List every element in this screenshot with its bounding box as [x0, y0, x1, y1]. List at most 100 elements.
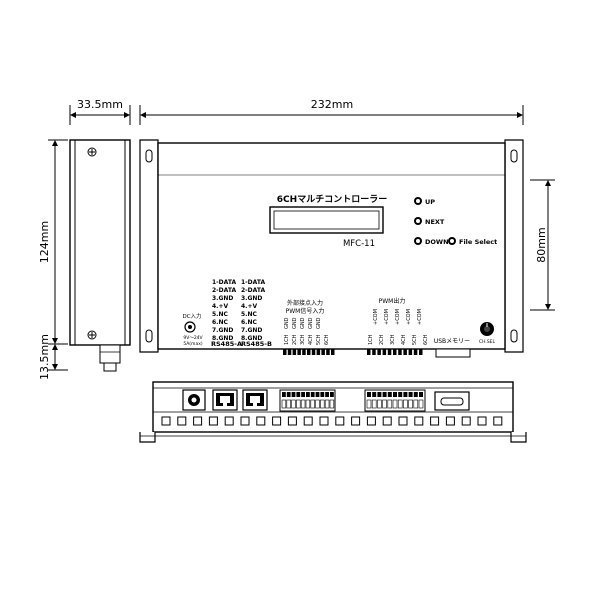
front-body [157, 142, 506, 350]
svg-text:+COM: +COM [406, 309, 412, 325]
svg-text:7.GND: 7.GND [212, 327, 233, 334]
terminal-screw [296, 392, 301, 397]
terminal-pin [377, 349, 381, 355]
svg-text:5CH: 5CH [316, 334, 322, 345]
vent-slot [335, 416, 345, 426]
terminal-slot [329, 399, 335, 409]
terminal-slot [310, 399, 315, 409]
svg-text:GND: GND [284, 317, 290, 329]
svg-text:8.GND: 8.GND [241, 335, 262, 342]
terminal-pin [403, 349, 407, 355]
dim-label-front-height: 80mm [535, 227, 548, 262]
vent-slot [398, 416, 408, 426]
svg-text:4CH: 4CH [308, 334, 314, 345]
terminal-slot [291, 399, 296, 409]
flange-slot [145, 149, 153, 163]
down-button[interactable]: DOWN [414, 237, 449, 246]
svg-text:+COM: +COM [373, 309, 379, 325]
file-select-button-label: File Select [459, 238, 497, 246]
terminal-pin [413, 349, 418, 355]
vent-slot [382, 416, 392, 426]
side-view [69, 139, 131, 372]
svg-text:4.+V: 4.+V [241, 303, 257, 310]
vent-slot [287, 416, 297, 426]
svg-text:6CH: 6CH [423, 334, 429, 345]
next-button-label: NEXT [425, 218, 445, 226]
dim-label-side-width: 33.5mm [77, 98, 123, 111]
pwm-output-title: PWM出力 [379, 297, 406, 305]
vent-slot [414, 416, 424, 426]
ch-sel-knob[interactable]: CH.SEL [479, 322, 496, 345]
terminal-slot [371, 399, 377, 409]
input-terminal-labels: 1CH GND 2CH GND 3CH GND 4CH GND 5CH GND … [284, 317, 330, 345]
dim-label-bottom-offset: 13.5mm [38, 334, 51, 380]
svg-text:2CH: 2CH [292, 334, 298, 345]
rs485-b-pinout: 1-DATA 2-DATA 3.GND 4.+V 5.NC 6.NC 7.GND… [241, 279, 265, 342]
terminal-slot [366, 399, 372, 409]
pwm-terminal-labels: 1CH +COM 2CH +COM 3CH +COM 4CH +COM 5CH … [368, 309, 429, 345]
dim-front-width: 232mm [139, 98, 524, 125]
knob-label: CH.SEL [479, 339, 496, 345]
terminal-screw [310, 392, 315, 397]
vent-slot [430, 416, 440, 426]
svg-text:GND: GND [308, 317, 314, 329]
terminal-slot [286, 399, 291, 409]
terminal-pin [321, 349, 325, 355]
next-button[interactable]: NEXT [414, 217, 445, 226]
terminal-slot [392, 399, 398, 409]
vent-slot [366, 416, 376, 426]
svg-text:1-DATA: 1-DATA [212, 279, 236, 286]
svg-text:3.GND: 3.GND [212, 295, 233, 302]
vent-slot [256, 416, 266, 426]
terminal-screw [419, 392, 423, 397]
terminal-screw [413, 392, 418, 397]
terminal-slot [387, 399, 393, 409]
up-button[interactable]: UP [414, 197, 435, 206]
flange-slot [145, 329, 153, 343]
dim-front-height: 80mm [530, 179, 555, 311]
terminal-pin [326, 349, 330, 355]
dim-bottom-offset: 13.5mm [38, 334, 68, 380]
svg-text:6.NC: 6.NC [212, 319, 228, 326]
usb-label: USBメモリー [434, 338, 470, 345]
terminal-slot [382, 399, 387, 409]
side-connector [99, 344, 121, 372]
file-select-button[interactable]: File Select [448, 237, 497, 246]
svg-text:2-DATA: 2-DATA [241, 287, 265, 294]
svg-text:3CH: 3CH [390, 334, 396, 345]
dim-side-height: 124mm [38, 139, 68, 345]
rs485-a-label: RS485-A [211, 340, 242, 348]
up-button-label: UP [425, 198, 435, 206]
terminal-pin [316, 349, 321, 355]
terminal-pin [331, 349, 335, 355]
terminal-screw [315, 392, 320, 397]
svg-text:7.GND: 7.GND [241, 327, 262, 334]
terminal-slot [408, 399, 413, 409]
terminal-pin [307, 349, 311, 355]
terminal-screw [393, 392, 397, 397]
terminal-pin [292, 349, 297, 355]
terminal-screw [382, 392, 387, 397]
svg-text:+COM: +COM [417, 309, 423, 325]
terminal-slot [315, 399, 320, 409]
front-view: 6CHマルチコントローラー MFC-11 UP NEXT DOWN File S… [139, 139, 524, 358]
terminal-screw [408, 392, 413, 397]
terminal-slot [305, 399, 311, 409]
dc-input-title: DC入力 [182, 312, 201, 320]
terminal-slot [320, 399, 325, 409]
terminal-screw [403, 392, 408, 397]
terminal-pin [393, 349, 397, 355]
vent-slot [224, 416, 234, 426]
rs485-b-label: RS485-B [241, 340, 272, 348]
svg-text:3CH: 3CH [300, 334, 306, 345]
terminal-screw [320, 392, 325, 397]
display-title: 6CHマルチコントローラー [277, 194, 387, 205]
terminal-pin [367, 349, 371, 355]
svg-text:4CH: 4CH [401, 334, 407, 345]
vent-slot [493, 416, 503, 426]
terminal-screw [301, 392, 305, 397]
terminal-slot [324, 399, 330, 409]
svg-text:1CH: 1CH [368, 334, 374, 345]
terminal-pin [408, 349, 413, 355]
